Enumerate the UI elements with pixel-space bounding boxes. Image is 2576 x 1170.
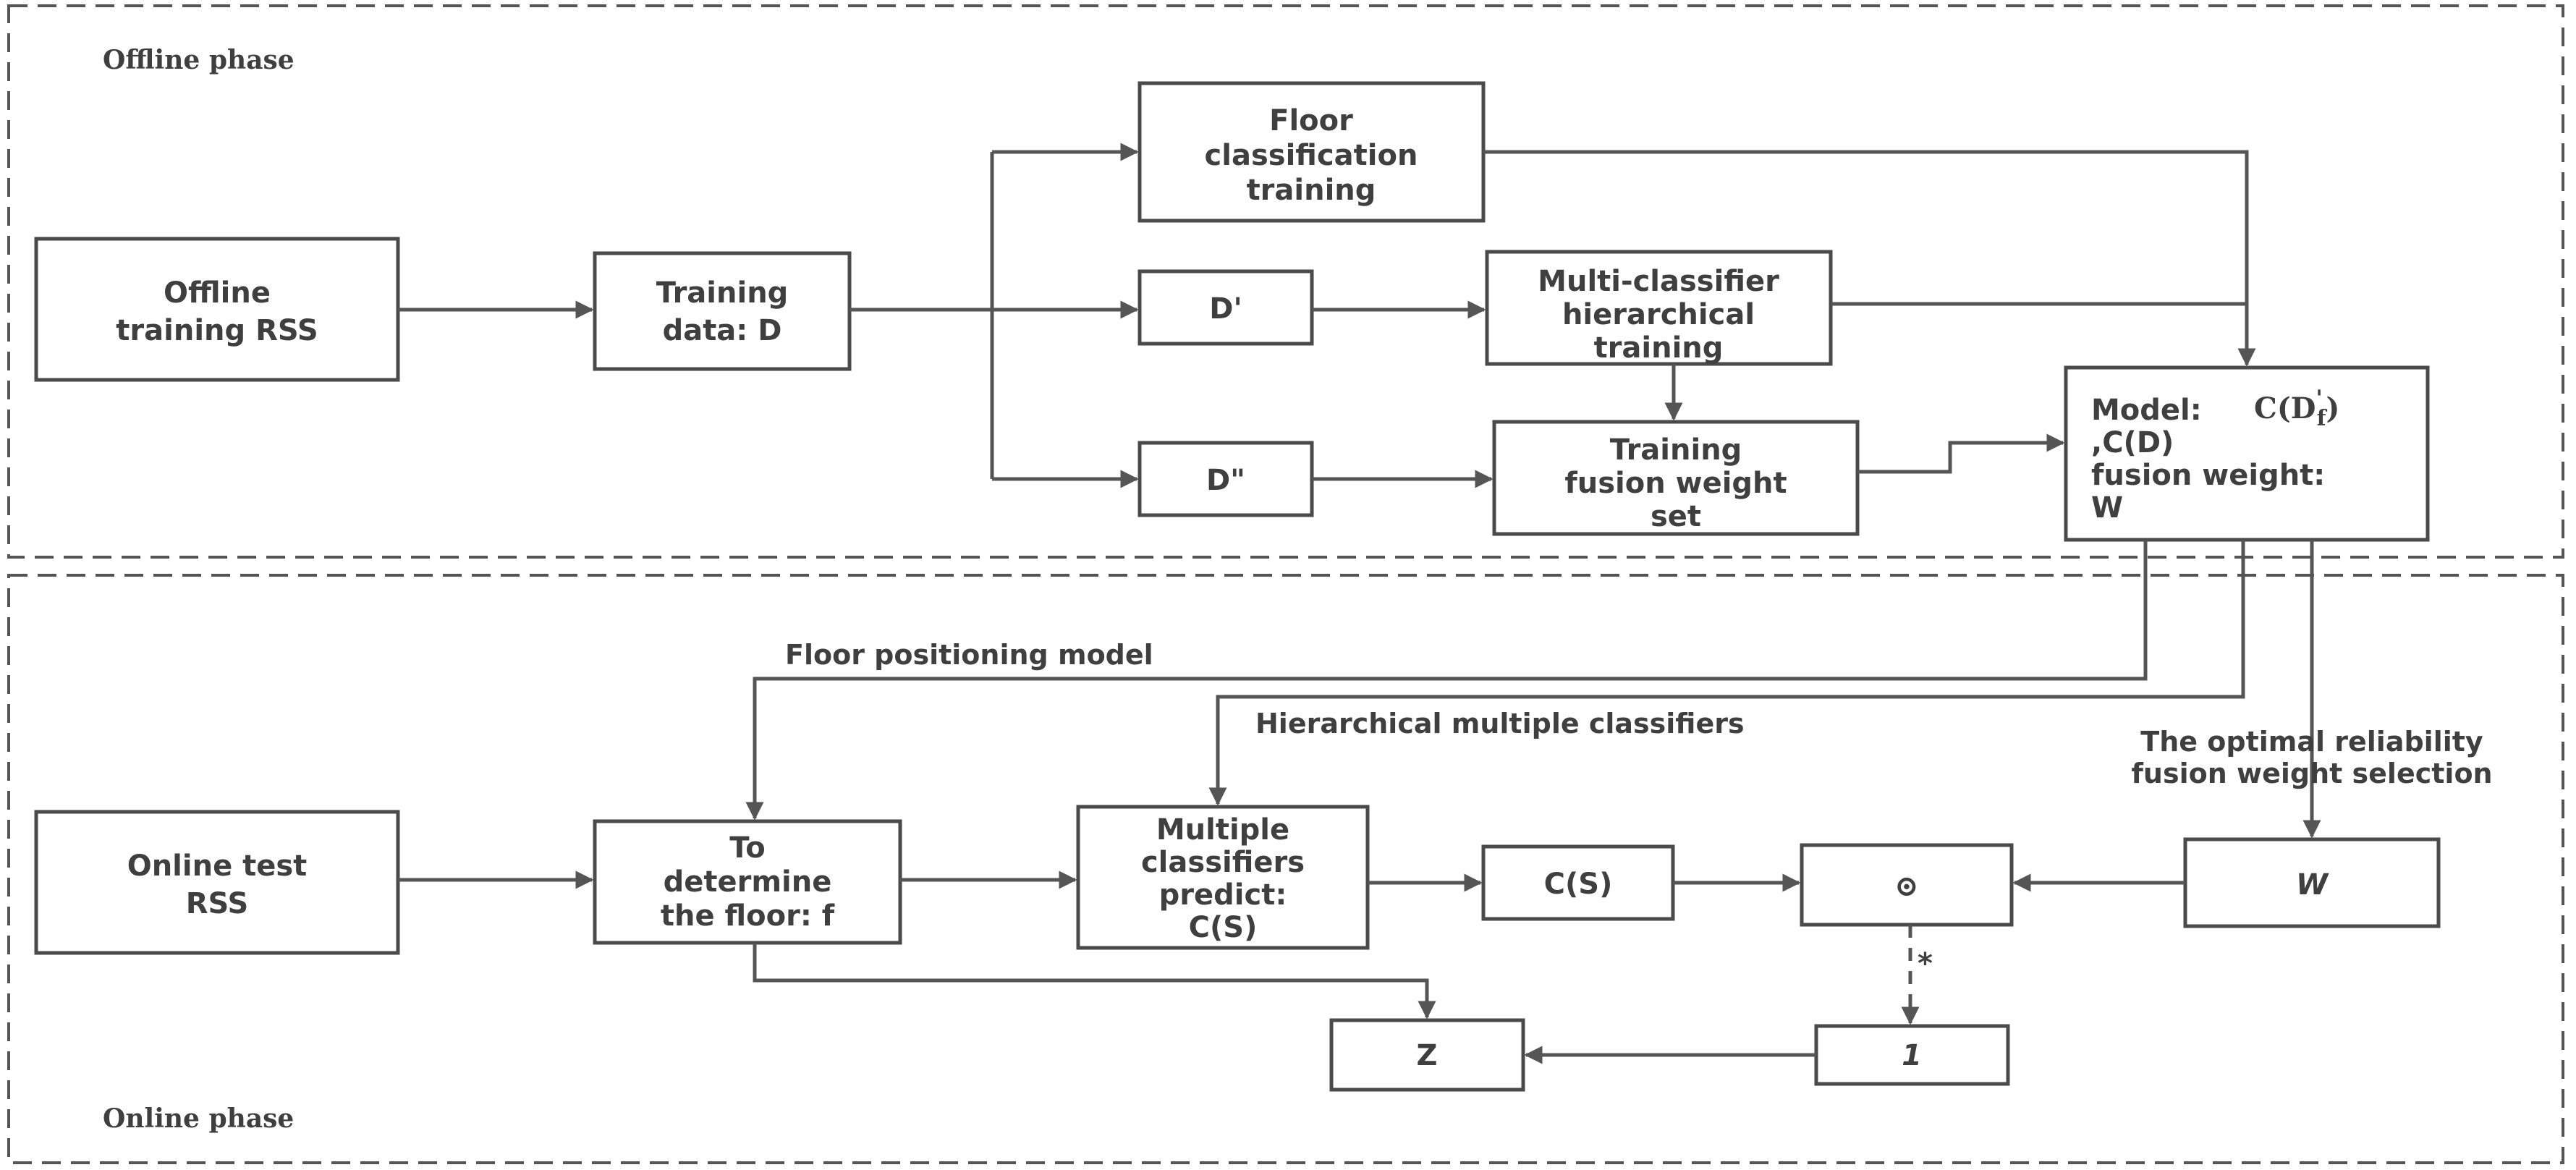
model-prefix: Model: bbox=[2091, 394, 2202, 427]
determine-line3: the floor: f bbox=[661, 899, 835, 933]
predict-line2: classifiers bbox=[1141, 846, 1305, 879]
cs-label: C(S) bbox=[1544, 868, 1613, 901]
online-phase-label: Online phase bbox=[103, 1103, 294, 1134]
multi-hier-line3: training bbox=[1594, 331, 1724, 365]
model-cf-base: C(D bbox=[2254, 391, 2316, 425]
optimal-reliability-line2: fusion weight selection bbox=[2131, 758, 2492, 789]
online-rss-line1: Online test bbox=[127, 849, 308, 883]
offline-rss-box: Offline training RSS bbox=[34, 237, 400, 382]
floor-training-line1: Floor bbox=[1269, 104, 1353, 137]
floor-training-box: Floor classification training bbox=[1137, 81, 1486, 223]
floor-training-line3: training bbox=[1247, 174, 1376, 207]
edge-fusion-to-model bbox=[1857, 433, 2065, 474]
odot-symbol: ⊙ bbox=[1894, 869, 1919, 903]
model-cf-sup: ' bbox=[2316, 386, 2322, 411]
floor-positioning-model-label: Floor positioning model bbox=[785, 639, 1153, 671]
model-line4: W bbox=[2091, 491, 2123, 525]
optimal-reliability-line1: The optimal reliability bbox=[2140, 726, 2483, 758]
offline-rss-line2: training RSS bbox=[116, 314, 318, 347]
determine-floor-box: To determine the floor: f bbox=[593, 819, 902, 945]
edge-model-to-predict bbox=[1208, 540, 2245, 806]
model-line3: fusion weight: bbox=[2091, 459, 2325, 492]
model-cf-sub: f bbox=[2317, 406, 2328, 431]
predict-line1: Multiple bbox=[1156, 813, 1289, 847]
model-cf-term: C(D'f) bbox=[2254, 386, 2339, 431]
hierarchical-classifiers-label: Hierarchical multiple classifiers bbox=[1255, 708, 1745, 739]
model-line2: ,C(D) bbox=[2091, 426, 2174, 459]
odot-box: ⊙ bbox=[1800, 843, 2014, 927]
d-double-prime-box: D" bbox=[1137, 441, 1314, 517]
z-label: Z bbox=[1416, 1039, 1437, 1072]
floor-training-line2: classification bbox=[1205, 139, 1418, 172]
training-data-box: Training data: D bbox=[593, 251, 852, 371]
offline-phase-frame bbox=[7, 4, 2564, 559]
star-label: * bbox=[1918, 947, 1933, 980]
multi-hier-line1: Multi-classifier bbox=[1538, 265, 1779, 298]
edge-determine-to-z bbox=[753, 943, 1436, 1019]
training-data-line1: Training bbox=[656, 276, 789, 310]
cs-box: C(S) bbox=[1481, 844, 1675, 921]
online-rss-line2: RSS bbox=[186, 887, 249, 920]
determine-line2: determine bbox=[664, 865, 832, 899]
determine-line1: To bbox=[729, 831, 765, 865]
offline-rss-line1: Offline bbox=[164, 276, 271, 310]
fusion-training-line1: Training bbox=[1610, 433, 1742, 467]
offline-phase-label: Offline phase bbox=[103, 45, 295, 75]
one-label: 1 bbox=[1902, 1039, 1922, 1072]
one-box: 1 bbox=[1814, 1024, 2010, 1086]
predict-line4: C(S) bbox=[1189, 911, 1258, 944]
predict-box: Multiple classifiers predict: C(S) bbox=[1076, 805, 1370, 950]
model-cf-close: ) bbox=[2326, 391, 2340, 425]
z-box: Z bbox=[1329, 1018, 1525, 1092]
w-box: W bbox=[2183, 837, 2441, 928]
fusion-weight-training-box: Training fusion weight set bbox=[1492, 420, 1860, 536]
multi-hier-line2: hierarchical bbox=[1562, 298, 1755, 331]
w-label: W bbox=[2296, 868, 2329, 902]
multi-classifier-training-box: Multi-classifier hierarchical training bbox=[1485, 250, 1833, 366]
edge-floor-training-to-model bbox=[1483, 150, 2256, 367]
d-prime-box: D' bbox=[1137, 269, 1314, 346]
online-rss-box: Online test RSS bbox=[34, 810, 400, 955]
model-box: Model: C(D'f) ,C(D) fusion weight: W bbox=[2064, 365, 2430, 542]
d-double-prime-label: D" bbox=[1206, 464, 1245, 497]
d-prime-label: D' bbox=[1209, 292, 1242, 326]
online-phase-frame bbox=[7, 574, 2564, 1164]
fusion-training-line2: fusion weight bbox=[1564, 467, 1787, 500]
edge-model-to-determine bbox=[745, 540, 2148, 821]
predict-line3: predict: bbox=[1159, 878, 1287, 912]
training-data-line2: data: D bbox=[663, 314, 782, 347]
fusion-training-line3: set bbox=[1651, 500, 1701, 533]
